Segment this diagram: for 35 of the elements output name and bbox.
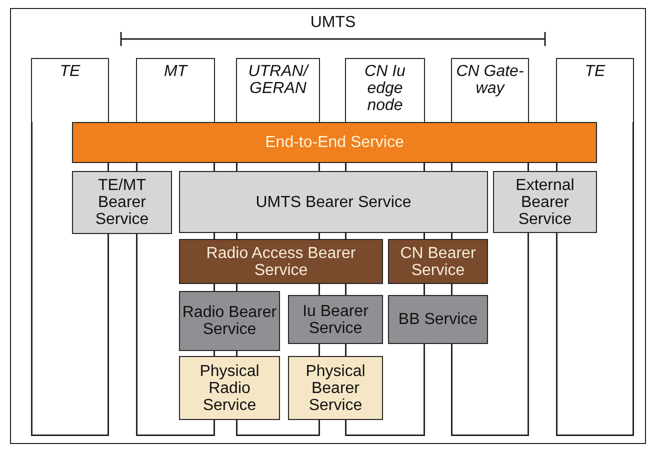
service-label: CN Bearer Service bbox=[399, 244, 477, 278]
service-box bbox=[179, 239, 383, 284]
service-label: Physical Radio Service bbox=[198, 362, 260, 414]
column-heading: UTRAN/ GERAN bbox=[247, 63, 310, 97]
service-box bbox=[388, 239, 488, 284]
service-label: Radio Bearer Service bbox=[182, 304, 277, 338]
service-label: External Bearer Service bbox=[514, 176, 576, 228]
service-label: Physical Bearer Service bbox=[304, 362, 366, 414]
service-label: End-to-End Service bbox=[265, 134, 404, 151]
service-label: TE/MT Bearer Service bbox=[94, 177, 150, 228]
service-label: Radio Access Bearer Service bbox=[205, 244, 357, 278]
column-heading: TE bbox=[584, 63, 606, 80]
service-box bbox=[493, 171, 597, 233]
network-column bbox=[556, 58, 634, 122]
network-column bbox=[236, 58, 320, 122]
network-column bbox=[136, 58, 215, 122]
service-bar bbox=[72, 122, 597, 163]
column-heading: CN Gate- way bbox=[455, 63, 525, 97]
column-heading: CN Iu edge node bbox=[364, 63, 406, 114]
service-label: UMTS Bearer Service bbox=[256, 194, 412, 210]
service-box bbox=[288, 295, 383, 344]
network-column bbox=[345, 58, 425, 122]
column-heading: TE bbox=[60, 63, 80, 80]
span-label: UMTS bbox=[309, 14, 357, 32]
service-label: Iu Bearer Service bbox=[302, 302, 370, 336]
network-column bbox=[451, 58, 529, 122]
service-box bbox=[179, 356, 280, 420]
service-box bbox=[72, 171, 172, 234]
network-column bbox=[31, 58, 109, 122]
column-heading: MT bbox=[164, 63, 188, 80]
service-box bbox=[388, 295, 488, 344]
service-box bbox=[179, 291, 280, 351]
service-box bbox=[179, 171, 488, 233]
service-label: BB Service bbox=[398, 311, 478, 328]
service-box bbox=[288, 356, 383, 420]
